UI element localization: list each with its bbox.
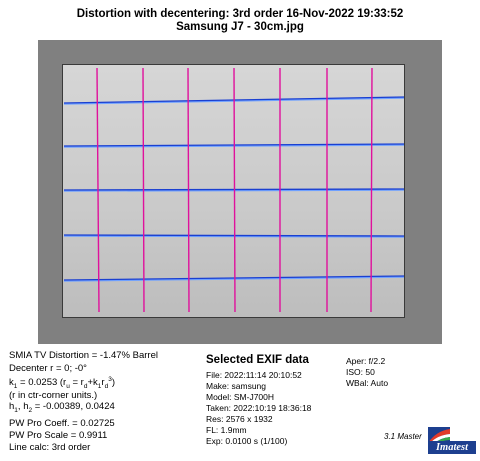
chart-title-line1: Distortion with decentering: 3rd order 1…	[76, 8, 404, 20]
version-label: 3.1 Master	[384, 432, 422, 441]
pw-pro-coeff: PW Pro Coeff. = 0.02725	[9, 418, 115, 429]
exif-fl: FL: 1.9mm	[206, 425, 247, 435]
logo-wordmark: Imatest	[428, 441, 476, 454]
horizontal-line-5	[63, 275, 405, 281]
exif-make: Make: samsung	[206, 381, 266, 391]
k1-line: k1 = 0.0253 (ru = rd+k1rd3)	[9, 376, 116, 391]
line-calc: Line calc: 3rd order	[9, 442, 91, 453]
imatest-logo: Imatest	[425, 424, 477, 456]
vertical-line-1	[96, 67, 100, 313]
exif-taken: Taken: 2022:10:19 18:36:18	[206, 403, 312, 413]
units-note: (r in ctr-corner units.)	[9, 390, 98, 401]
smia-tv-distortion: SMIA TV Distortion = -1.47% Barrel	[9, 350, 158, 361]
vertical-line-4	[233, 67, 236, 313]
exif-model: Model: SM-J700H	[206, 392, 275, 402]
camera-aperture: Aper: f/2.2	[346, 356, 386, 366]
exif-exp: Exp: 0.0100 s (1/100)	[206, 436, 288, 446]
exif-file: File: 2022:11:14 20:10:52	[206, 370, 302, 380]
logo-swoosh-icon	[428, 427, 450, 443]
decenter-value: Decenter r = 0; -0°	[9, 363, 87, 374]
vertical-line-3	[187, 67, 190, 313]
vertical-line-2	[142, 67, 145, 313]
horizontal-fit-line-5	[63, 276, 405, 282]
chart-title-line2: Samsung J7 - 30cm.jpg	[176, 21, 304, 33]
pw-pro-scale: PW Pro Scale = 0.9911	[9, 430, 108, 441]
h-values-line: h1, h2 = -0.00389, 0.0424	[9, 401, 115, 414]
vertical-line-7	[370, 67, 373, 313]
exif-heading: Selected EXIF data	[206, 354, 309, 366]
camera-wbal: WBal: Auto	[346, 378, 389, 388]
camera-iso: ISO: 50	[346, 367, 375, 377]
exif-res: Res: 2576 x 1932	[206, 414, 273, 424]
